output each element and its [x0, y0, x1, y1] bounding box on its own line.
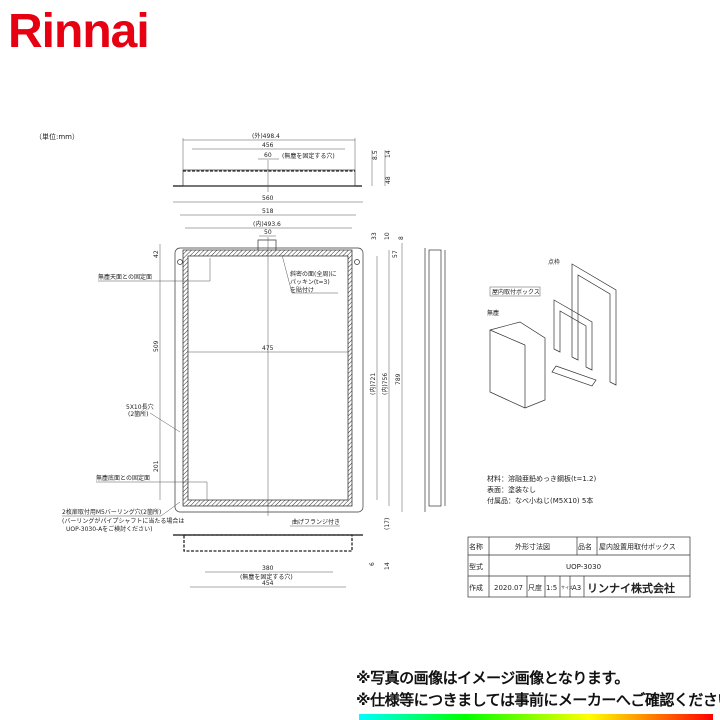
label-slot-2: (2箇所)	[128, 410, 149, 418]
dim-475: 475	[262, 345, 274, 352]
dim-42: 42	[153, 250, 160, 258]
side-view	[424, 248, 446, 512]
dim-8: 8	[398, 236, 405, 240]
tb-product: 屋内設置用取付ボックス	[599, 542, 676, 551]
tb-model-label: 型式	[469, 562, 483, 571]
dim-outer-width: (外)498.4	[252, 132, 280, 140]
label-top-fix-face: 無塵天面との固定面	[98, 273, 152, 281]
label-unit: 無塵	[487, 309, 499, 317]
spec-accessory: 付属品：なべ小ねじ(M5X10) 5本	[487, 496, 593, 505]
dim-57: 57	[392, 250, 399, 258]
rinnai-logo: Rinnai	[8, 5, 150, 58]
isometric-view: 点枠 屋内取付ボックス 無塵	[487, 258, 617, 409]
dim-201: 201	[153, 460, 160, 472]
bottom-hole-note: (無塵を固定する穴)	[240, 573, 293, 581]
top-view: (外)498.4 456 60 (無塵を固定する穴) 8.5 14 48	[173, 132, 392, 192]
tb-size: A3	[572, 584, 581, 592]
tb-product-label: 品名	[578, 542, 592, 551]
dim-456: 456	[262, 142, 274, 149]
dim-518: 518	[262, 208, 274, 215]
label-frame: 点枠	[548, 258, 560, 266]
front-view: 560 518 (内)493.6 50 475 42 509 201 (内)72…	[62, 195, 405, 533]
label-slot-1: 5X10長穴	[126, 403, 154, 411]
label-burring-1: 2枚扉取付用M5バーリング穴(2箇所)	[62, 508, 161, 516]
dim-50: 50	[264, 229, 272, 236]
dim-inner-721: (内)721	[369, 373, 377, 395]
dim-8-5: 8.5	[372, 150, 379, 160]
top-hole-note: (無塵を固定する穴)	[282, 152, 335, 160]
dim-33: 33	[371, 232, 378, 240]
label-indoor-box: 屋内取付ボックス	[492, 288, 540, 296]
dim-789: 789	[395, 373, 402, 385]
dim-14-top: 14	[385, 150, 392, 158]
spec-material: 材料：溶融亜鉛めっき鋼板(t=1.2)	[487, 474, 596, 483]
tb-scale-label: 尺度	[528, 583, 542, 592]
tb-date: 2020.07	[494, 584, 523, 592]
dim-6: 6	[369, 562, 376, 566]
label-flange: 曲げフランジ付き	[292, 518, 340, 526]
tb-model: UOP-3030	[566, 563, 601, 571]
tb-size-label: サイズ	[561, 584, 573, 590]
dim-560: 560	[262, 195, 274, 202]
label-burring-3: UOP-3030-Aをご検討ください)	[66, 525, 153, 533]
dim-14-bottom: 14	[384, 562, 391, 570]
dim-inner-756: (内)756	[381, 373, 389, 395]
spec-surface: 表面：塗装なし	[487, 485, 536, 494]
bottom-view: 曲げフランジ付き 380 (無塵を固定する穴) 454 6 14 (17)	[173, 518, 391, 588]
unit-label: （単位:mm）	[35, 132, 79, 141]
dim-10: 10	[384, 232, 391, 240]
label-packing-1: 斜密の面(全周)に	[290, 270, 337, 278]
dim-60: 60	[264, 152, 272, 159]
dim-inner-width: (内)493.6	[253, 220, 281, 228]
dim-380: 380	[262, 565, 274, 572]
dim-17: (17)	[384, 518, 391, 530]
tb-name: 外形寸法図	[515, 542, 550, 551]
tb-made-label: 作成	[469, 583, 483, 592]
note-spec: ※仕様等につきましては事前にメーカーへご確認ください。	[356, 691, 720, 709]
dim-454: 454	[262, 580, 274, 587]
dim-48: 48	[385, 176, 392, 184]
label-bottom-fix-face: 無塵底面との固定面	[96, 474, 150, 482]
gradient-bar	[359, 714, 713, 720]
label-packing-2: パッキン(t=3)	[290, 279, 330, 286]
tb-company: リンナイ株式会社	[587, 581, 675, 595]
tb-scale: 1:5	[546, 584, 557, 592]
title-block: 名称 外形寸法図 品名 屋内設置用取付ボックス 型式 UOP-3030 作成 2…	[467, 536, 691, 598]
label-packing-3: を貼付け	[290, 286, 314, 294]
note-image: ※写真の画像はイメージ画像となります。	[356, 669, 629, 687]
tb-name-label: 名称	[469, 542, 483, 551]
dim-509: 509	[153, 340, 160, 352]
label-burring-2: (バーリングがパイプシャフトに当たる場合は	[62, 517, 184, 525]
